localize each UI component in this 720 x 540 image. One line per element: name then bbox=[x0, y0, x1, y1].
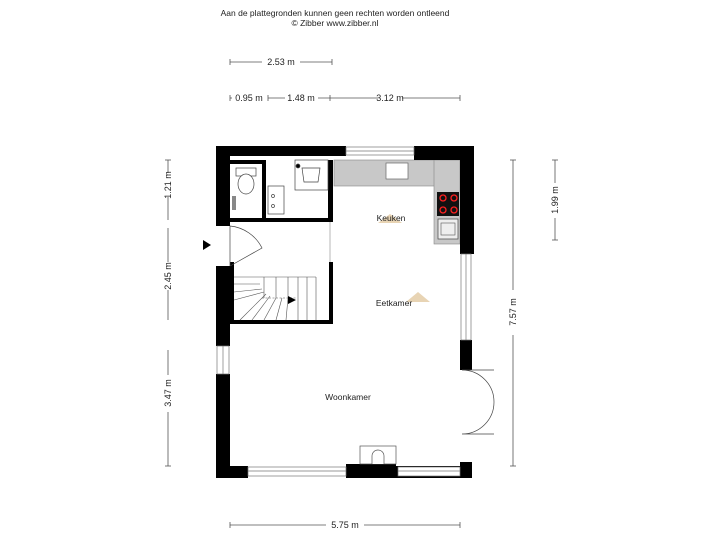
dimension-top-c: 3.12 m bbox=[376, 93, 404, 103]
dimension-left-b: 2.45 m bbox=[163, 262, 173, 290]
dimension-bottom-total: 5.75 m bbox=[331, 520, 359, 530]
keuken-marker-icon bbox=[378, 214, 402, 223]
shower-icon bbox=[267, 185, 285, 215]
dimension-top-a: 0.95 m bbox=[235, 93, 263, 103]
dimension-top-b: 1.48 m bbox=[287, 93, 315, 103]
dimension-left-c: 3.47 m bbox=[163, 379, 173, 407]
fireplace-icon bbox=[359, 445, 397, 465]
dimension-lines bbox=[165, 59, 558, 528]
doors bbox=[229, 222, 495, 435]
toilet-flush-icon bbox=[232, 196, 236, 210]
windows bbox=[216, 146, 472, 477]
toilet-icon bbox=[235, 167, 257, 195]
kitchen-counter bbox=[333, 159, 461, 245]
dimension-right-a: 1.99 m bbox=[550, 186, 560, 214]
sink-icon bbox=[385, 162, 409, 180]
bathroom-fixtures bbox=[267, 159, 329, 215]
dimension-left-a: 1.21 m bbox=[163, 171, 173, 199]
oven-icon bbox=[437, 218, 459, 240]
hob-icon bbox=[437, 192, 459, 216]
copyright-text: © Zibber www.zibber.nl bbox=[291, 18, 379, 28]
dimension-right-total: 7.57 m bbox=[508, 298, 518, 326]
room-label-woonkamer: Woonkamer bbox=[325, 392, 371, 402]
washbasin-icon bbox=[301, 167, 321, 183]
entrance-arrow-icon bbox=[203, 240, 211, 250]
dimension-top-total: 2.53 m bbox=[267, 57, 295, 67]
staircase bbox=[233, 276, 317, 321]
disclaimer-text: Aan de plattegronden kunnen geen rechten… bbox=[220, 8, 450, 18]
room-label-eetkamer: Eetkamer bbox=[376, 298, 413, 308]
room-label-keuken: Keuken bbox=[377, 213, 406, 223]
eetkamer-marker-icon bbox=[406, 292, 430, 302]
stair-direction-arrow-icon bbox=[288, 296, 296, 304]
